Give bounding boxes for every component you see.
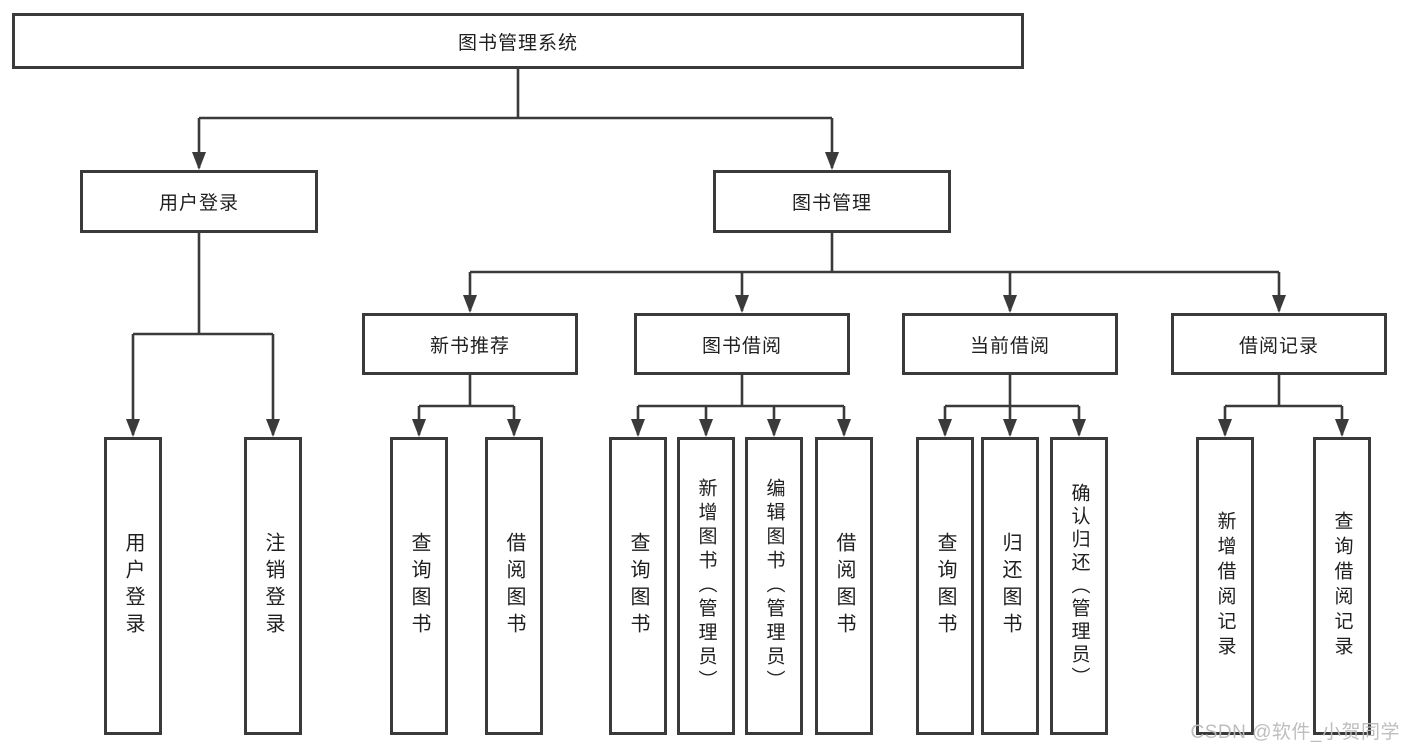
connector-borrow-record-to-leaves <box>1223 375 1344 435</box>
node-leaf-query-books-borrowing: 查询图书 <box>609 437 667 735</box>
node-leaf-query-books-current: 查询图书 <box>916 437 974 735</box>
node-leaf-query-borrow-record: 查询借阅记录 <box>1313 437 1371 735</box>
node-leaf-confirm-return-admin: 确认归还（管理员） <box>1050 437 1108 735</box>
node-new-book-recommend: 新书推荐 <box>362 313 578 375</box>
connector-new-book-to-leaves <box>417 375 516 435</box>
connector-current-borrow-to-leaves <box>943 375 1081 435</box>
connector-book-mgmt-to-level3 <box>468 233 1281 311</box>
node-leaf-return-books: 归还图书 <box>981 437 1039 735</box>
connector-root-to-level2 <box>197 69 834 168</box>
node-leaf-logout: 注销登录 <box>244 437 302 735</box>
node-leaf-edit-books-admin: 编辑图书（管理员） <box>745 437 803 735</box>
node-user-login-module: 用户登录 <box>80 170 318 233</box>
connector-book-borrow-to-leaves <box>636 375 846 435</box>
node-current-borrowing: 当前借阅 <box>902 313 1118 375</box>
node-book-management-module: 图书管理 <box>713 170 951 233</box>
node-book-borrowing: 图书借阅 <box>634 313 850 375</box>
node-leaf-borrow-books-recommend: 借阅图书 <box>485 437 543 735</box>
node-root-system: 图书管理系统 <box>12 13 1024 69</box>
node-leaf-query-books-recommend: 查询图书 <box>390 437 448 735</box>
node-leaf-user-login: 用户登录 <box>104 437 162 735</box>
csdn-watermark: CSDN @软件_小贺同学 <box>1190 722 1400 743</box>
node-leaf-add-borrow-record: 新增借阅记录 <box>1196 437 1254 735</box>
connector-user-login-to-leaves <box>131 233 275 435</box>
node-borrowing-records: 借阅记录 <box>1171 313 1387 375</box>
node-leaf-borrow-books: 借阅图书 <box>815 437 873 735</box>
node-leaf-add-books-admin: 新增图书（管理员） <box>677 437 735 735</box>
